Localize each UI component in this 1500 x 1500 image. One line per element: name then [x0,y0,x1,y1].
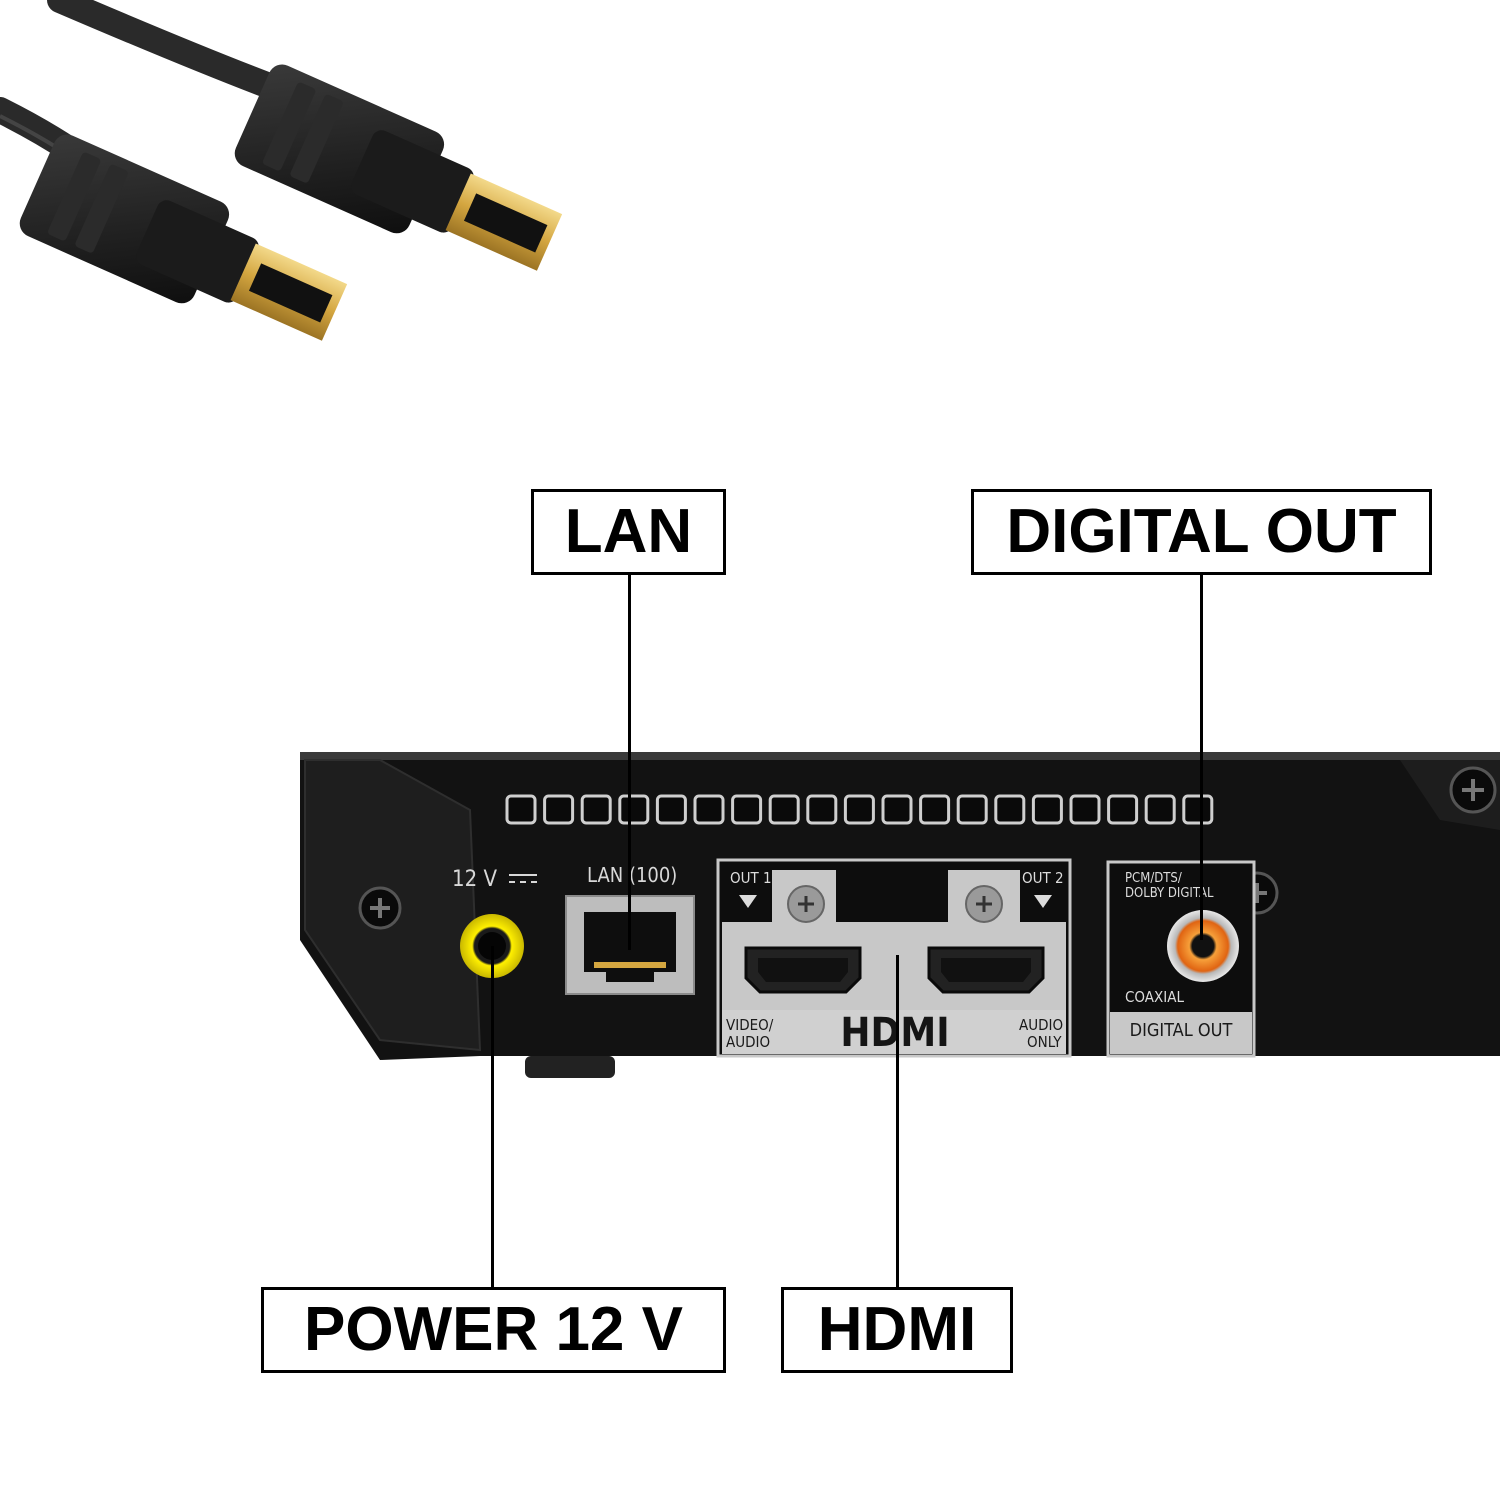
vent-slot [956,794,988,825]
screw-icon [1449,766,1497,814]
hdmi-audio-only-label-2: ONLY [1027,1033,1062,1051]
hdmi-plug-icon [19,134,348,341]
power-voltage-label: 12 V [452,867,497,892]
digital-out-panel-label: DIGITAL OUT [1130,1020,1233,1041]
power-callout: POWER 12 V [261,1287,726,1373]
vent-slot [919,794,951,825]
lan-callout: LAN [531,489,726,575]
hdmi-plug-icon [234,64,563,271]
vent-slot [693,794,725,825]
arrow-down-icon [739,895,757,908]
arrow-down-icon [1034,895,1052,908]
hdmi-out2-label: OUT 2 [1022,869,1064,887]
hdmi-port-icon [927,946,1045,994]
digital-out-leader-line [1200,575,1203,940]
vent-slot [994,794,1026,825]
vent-slot [731,794,763,825]
vent-slot [543,794,575,825]
vent-slot [1031,794,1063,825]
vent-slot [618,794,650,825]
power-leader-line [491,946,494,1287]
vent-slot [881,794,913,825]
screw-icon [358,886,402,930]
vent-slot [843,794,875,825]
device-rear-panel: 12 V LAN (100) OUT 1 OUT 2 [300,752,1500,1078]
hdmi-out1-label: OUT 1 [730,869,772,887]
coaxial-label: COAXIAL [1125,988,1184,1006]
hdmi-audio-only-label-1: AUDIO [1019,1016,1063,1034]
lan-leader-line [628,575,631,950]
hdmi-leader-line [896,955,899,1287]
hdmi-cable [0,0,563,341]
vent-slot [806,794,838,825]
lan-port-label: LAN (100) [587,863,677,887]
hdmi-port-icon [744,946,862,994]
vent-slot [505,794,537,825]
digital-out-callout: DIGITAL OUT [971,489,1432,575]
coaxial-jack-icon [1167,910,1239,982]
hdmi-video-audio-label-1: VIDEO/ [726,1016,774,1034]
coax-format-label-1: PCM/DTS/ [1125,871,1182,886]
hdmi-callout: HDMI [781,1287,1013,1373]
dc-symbol-icon [509,874,537,883]
vent-slot [1107,794,1139,825]
vent-slot [655,794,687,825]
vent-slot [1182,794,1214,825]
hdmi-output-panel: OUT 1 OUT 2 VIDEO/ AUDIO [716,858,1072,1058]
hdmi-logo: HDMI [840,1010,949,1056]
vent-slot [1144,794,1176,825]
vent-slot [1069,794,1101,825]
vent-slot [580,794,612,825]
vent-slot [768,794,800,825]
coax-format-label-2: DOLBY DIGITAL [1125,886,1214,901]
hdmi-video-audio-label-2: AUDIO [726,1033,770,1051]
coaxial-panel: PCM/DTS/ DOLBY DIGITAL COAXIAL DIGITAL O… [1106,860,1256,1058]
vent-slots [505,794,1214,825]
